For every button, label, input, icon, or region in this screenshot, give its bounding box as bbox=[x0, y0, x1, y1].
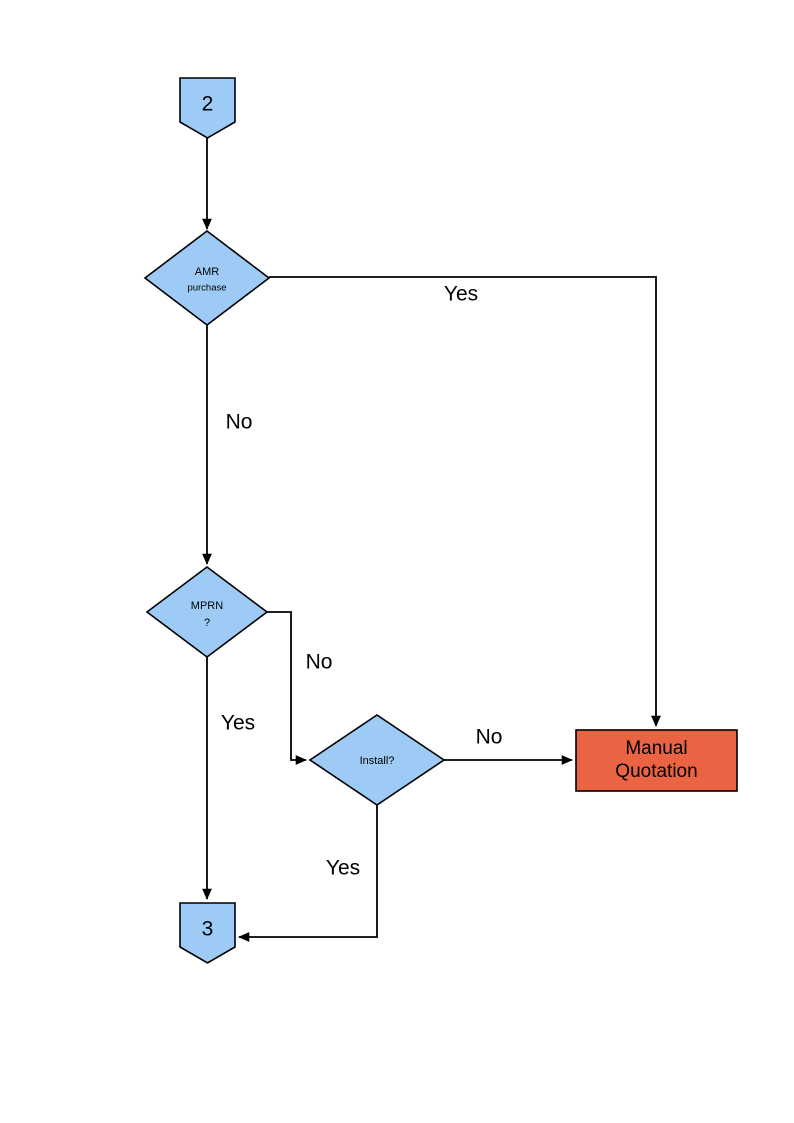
connector-2-shape bbox=[179, 77, 236, 139]
decision-amr-shape bbox=[143, 229, 271, 327]
manual-quotation-label-line2: Quotation bbox=[615, 761, 697, 782]
decision-mprn-label-line2: ? bbox=[204, 617, 210, 629]
edge-label-install-no: No bbox=[476, 726, 503, 749]
edge-label-mprn-no: No bbox=[306, 651, 333, 674]
connector-3-label: 3 bbox=[202, 918, 214, 941]
decision-mprn-label-line1: MPRN bbox=[191, 600, 223, 612]
node-connector-2[interactable]: 2 bbox=[179, 77, 236, 139]
edge-mprn-no-path bbox=[267, 611, 307, 765]
node-connector-3[interactable]: 3 bbox=[179, 902, 236, 964]
manual-quotation-label-line1: Manual bbox=[625, 738, 687, 759]
node-decision-mprn[interactable]: MPRN ? bbox=[145, 566, 269, 658]
decision-mprn-shape bbox=[145, 566, 269, 658]
edge-label-amr-no: No bbox=[226, 411, 253, 434]
node-process-manual-quotation[interactable]: Manual Quotation bbox=[575, 729, 738, 792]
edge-amr-yes-path bbox=[269, 276, 661, 727]
edge-label-install-yes: Yes bbox=[326, 857, 360, 880]
edge-install-yes-path bbox=[238, 805, 378, 942]
node-decision-amr[interactable]: AMR purchase bbox=[143, 229, 271, 327]
decision-install-label: Install? bbox=[360, 755, 395, 767]
manual-quotation-shape bbox=[575, 729, 738, 792]
decision-amr-label-line1: AMR bbox=[195, 266, 220, 278]
decision-install-shape bbox=[308, 714, 446, 806]
edge-label-amr-yes: Yes bbox=[444, 283, 478, 306]
connector-3-shape bbox=[179, 902, 236, 964]
decision-amr-label-line2: purchase bbox=[187, 283, 226, 294]
node-decision-install[interactable]: Install? bbox=[308, 714, 446, 806]
edge-label-mprn-yes: Yes bbox=[221, 712, 255, 735]
connector-2-label: 2 bbox=[202, 93, 214, 116]
